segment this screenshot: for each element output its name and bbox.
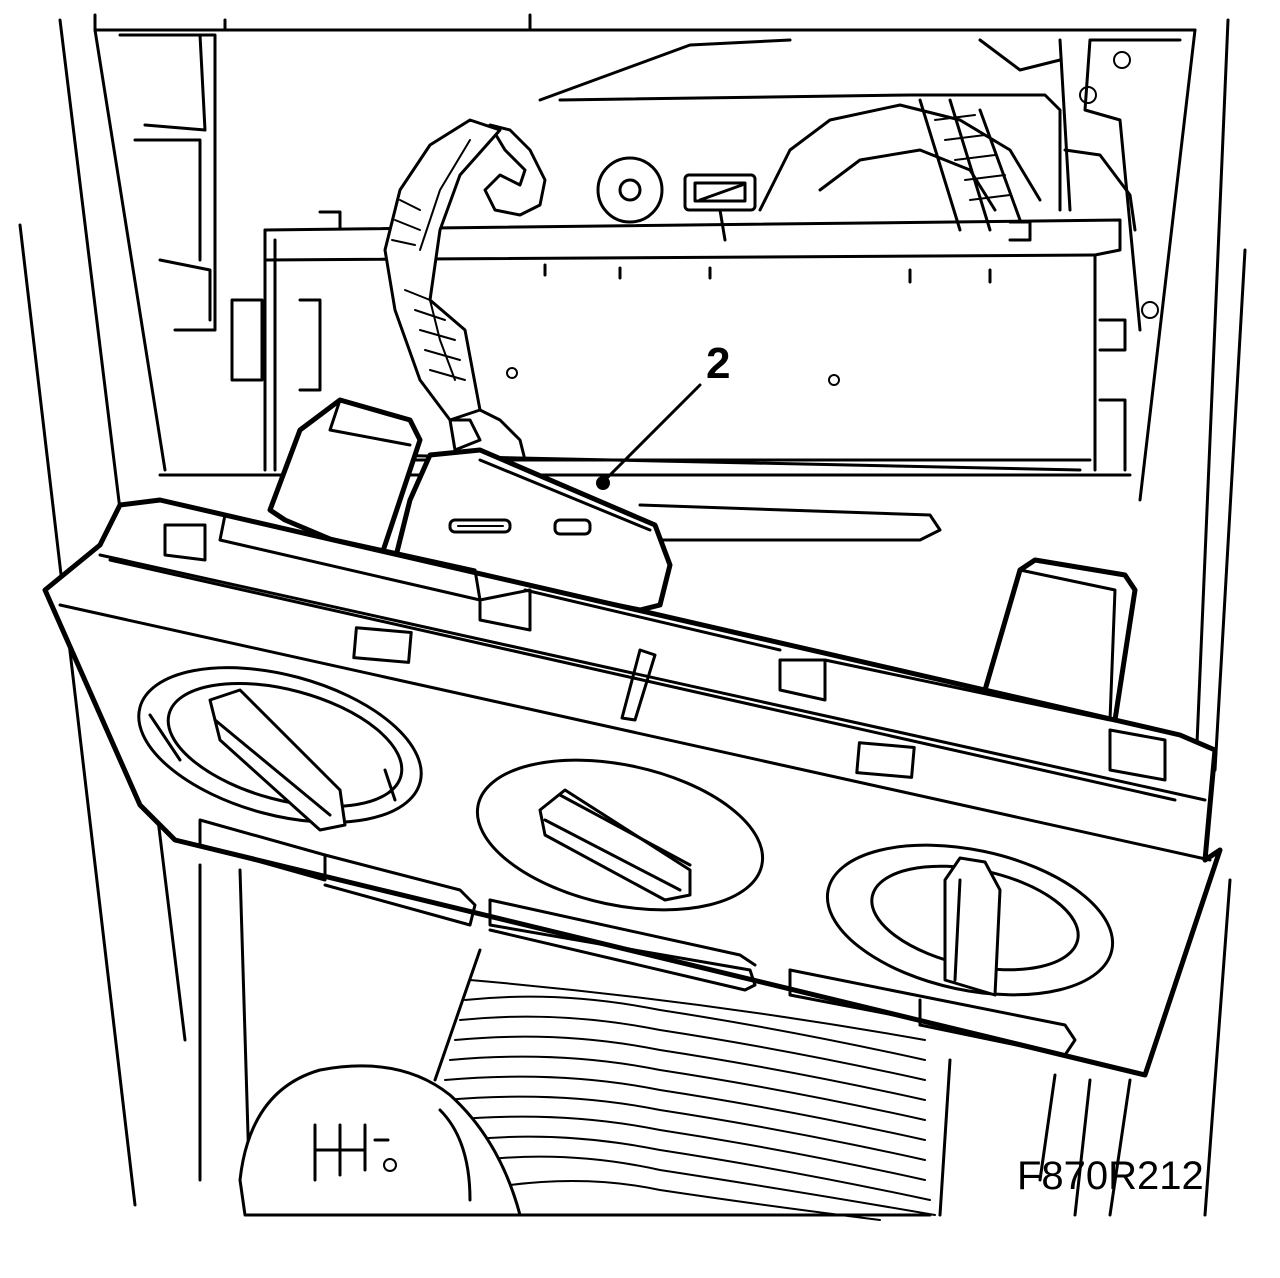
lower-console	[198, 863, 952, 1221]
gear-shift-knob	[238, 1064, 522, 1217]
heater-control-panel	[42, 497, 1223, 1078]
left-control-knob	[137, 666, 423, 832]
figure-code: F870R212	[1017, 1154, 1204, 1198]
callout-2-dot	[596, 476, 610, 490]
callout-2: 2	[596, 339, 730, 490]
dashboard-recess	[118, 33, 1182, 472]
middle-control-knob	[475, 758, 765, 912]
callout-2-label: 2	[706, 339, 730, 388]
console-outer-walls	[18, 13, 1247, 1217]
panel-push-buttons	[198, 818, 1077, 1057]
right-control-knob	[825, 843, 1115, 997]
rear-mechanism	[596, 98, 1042, 242]
wiring-harness	[383, 118, 547, 462]
